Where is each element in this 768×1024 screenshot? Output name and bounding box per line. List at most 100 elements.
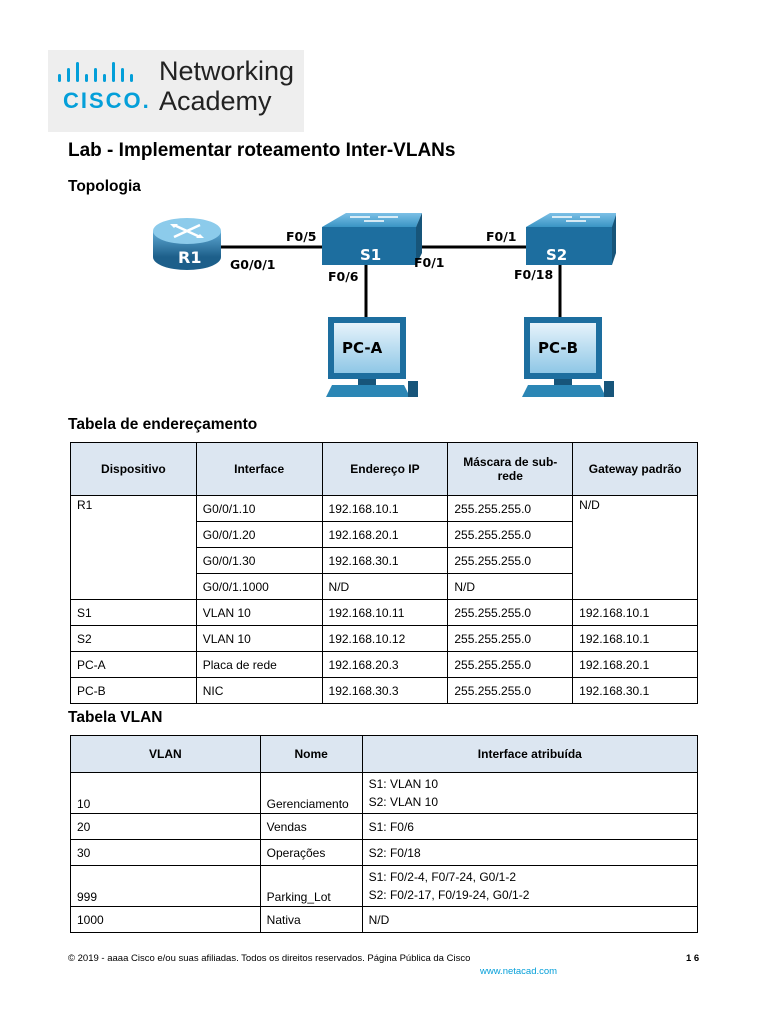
cell-ip: 192.168.10.1 <box>321 495 449 522</box>
cell-device: PC-A <box>70 651 197 678</box>
logo-networking-text: Networking <box>159 56 295 86</box>
cell-vlan-interfaces: S1: F0/2-4, F0/7-24, G0/1-2 S2: F0/2-17,… <box>361 865 699 907</box>
cell-gateway: 192.168.30.1 <box>572 677 698 704</box>
addressing-table-heading: Tabela de endereçamento <box>68 416 258 433</box>
port-label-s1-f01: F0/1 <box>414 255 445 270</box>
cell-vlan-id: 10 <box>70 772 261 814</box>
cell-ip: 192.168.30.1 <box>321 547 449 574</box>
cisco-networking-academy-logo: CISCO. Networking Academy <box>48 50 304 132</box>
topology-diagram: R1 S1 S2 PC-A PC-B G0/0/1 F0/5 F0/6 F0/1… <box>153 213 616 397</box>
cell-mask: 255.255.255.0 <box>447 547 574 574</box>
cell-vlan-name: Operações <box>259 839 363 866</box>
table-row: 1000 Nativa N/D <box>70 906 699 933</box>
port-label-r1-g001: G0/0/1 <box>230 257 275 272</box>
cell-vlan-id: 999 <box>70 865 261 907</box>
header-assigned-interface: Interface atribuída <box>361 735 699 773</box>
vlan-table: VLAN Nome Interface atribuída 10 Gerenci… <box>70 735 699 933</box>
cell-interface: VLAN 10 <box>195 625 323 652</box>
cell-interface: VLAN 10 <box>195 599 323 626</box>
interface-line: S2: VLAN 10 <box>368 795 438 809</box>
cell-mask: 255.255.255.0 <box>447 677 574 704</box>
cell-vlan-interfaces: S2: F0/18 <box>361 839 699 866</box>
device-label-s1: S1 <box>360 246 381 264</box>
table-row: 20 Vendas S1: F0/6 <box>70 813 699 840</box>
table-row: R1 G0/0/1.10 192.168.10.1 255.255.255.0 … <box>70 495 698 600</box>
logo-academy-text: Academy <box>159 86 272 116</box>
cell-mask: 255.255.255.0 <box>447 599 574 626</box>
cell-mask: N/D <box>447 573 574 600</box>
cell-interface: NIC <box>195 677 323 704</box>
device-label-pcb: PC-B <box>538 339 578 357</box>
cell-vlan-name: Vendas <box>259 813 363 840</box>
cell-ip: 192.168.10.11 <box>321 599 449 626</box>
cell-vlan-interfaces: S1: VLAN 10 S2: VLAN 10 <box>361 772 699 814</box>
table-row: PC-B NIC 192.168.30.3 255.255.255.0 192.… <box>70 677 698 704</box>
footer-copyright: © 2019 - aaaa Cisco e/ou suas afiliadas.… <box>68 953 471 964</box>
table-row: G0/0/1.1000 N/D N/D <box>71 573 698 600</box>
router-r1-icon <box>153 218 221 270</box>
cell-gateway: 192.168.20.1 <box>572 651 698 678</box>
cell-ip: 192.168.30.3 <box>321 677 449 704</box>
table-row: 10 Gerenciamento S1: VLAN 10 S2: VLAN 10 <box>70 772 699 814</box>
port-label-s1-f06: F0/6 <box>328 269 359 284</box>
device-label-pca: PC-A <box>342 339 383 357</box>
cell-mask: 255.255.255.0 <box>447 495 574 522</box>
table-row: G0/0/1.30 192.168.30.1 255.255.255.0 <box>71 547 698 574</box>
table-row: 999 Parking_Lot S1: F0/2-4, F0/7-24, G0/… <box>70 865 699 907</box>
cell-vlan-id: 1000 <box>70 906 261 933</box>
port-label-s1-f05: F0/5 <box>286 229 317 244</box>
cisco-wordmark: CISCO. <box>63 88 151 113</box>
cell-vlan-interfaces: N/D <box>361 906 699 933</box>
vlan-table-heading: Tabela VLAN <box>68 709 163 726</box>
switch-s1-icon <box>322 213 422 265</box>
cell-vlan-interfaces: S1: F0/6 <box>361 813 699 840</box>
cell-vlan-name: Nativa <box>259 906 363 933</box>
cell-device-r1: R1 <box>70 495 197 600</box>
header-interface: Interface <box>195 442 323 496</box>
cell-interface: G0/0/1.1000 <box>195 573 323 600</box>
header-default-gateway: Gateway padrão <box>572 442 698 496</box>
pc-a-icon <box>326 317 418 397</box>
addressing-table-header-row: Dispositivo Interface Endereço IP Máscar… <box>70 442 698 496</box>
cell-gateway: 192.168.10.1 <box>572 625 698 652</box>
cell-ip: 192.168.20.1 <box>321 521 449 548</box>
cell-ip: 192.168.10.12 <box>321 625 449 652</box>
cell-vlan-name: Gerenciamento <box>259 772 363 814</box>
cell-ip: N/D <box>321 573 449 600</box>
device-label-s2: S2 <box>546 246 567 264</box>
table-row: S1 VLAN 10 192.168.10.11 255.255.255.0 1… <box>70 599 698 626</box>
cell-vlan-name: Parking_Lot <box>259 865 363 907</box>
switch-s2-icon <box>526 213 616 265</box>
vlan-table-header-row: VLAN Nome Interface atribuída <box>70 735 699 773</box>
cell-device: PC-B <box>70 677 197 704</box>
device-label-r1: R1 <box>178 248 201 267</box>
cell-vlan-id: 20 <box>70 813 261 840</box>
cell-interface: G0/0/1.30 <box>195 547 323 574</box>
cell-interface: G0/0/1.10 <box>195 495 323 522</box>
pc-b-icon <box>522 317 614 397</box>
interface-line: S1: F0/2-4, F0/7-24, G0/1-2 <box>368 870 517 884</box>
cell-vlan-id: 30 <box>70 839 261 866</box>
footer-page-number: 1 6 <box>686 953 700 964</box>
topology-heading: Topologia <box>68 178 141 195</box>
interface-line: S1: VLAN 10 <box>368 777 438 791</box>
table-row: S2 VLAN 10 192.168.10.12 255.255.255.0 1… <box>70 625 698 652</box>
cell-mask: 255.255.255.0 <box>447 521 574 548</box>
table-row: PC-A Placa de rede 192.168.20.3 255.255.… <box>70 651 698 678</box>
cell-ip: 192.168.20.3 <box>321 651 449 678</box>
header-subnet-mask: Máscara de sub-rede <box>447 442 574 496</box>
cisco-bars-icon <box>58 62 133 82</box>
cell-device: S2 <box>70 625 197 652</box>
cell-mask: 255.255.255.0 <box>447 651 574 678</box>
cell-gateway-r1: N/D <box>572 495 698 600</box>
document-title: Lab - Implementar roteamento Inter-VLANs <box>68 140 456 161</box>
footer-netacad-link[interactable]: www.netacad.com <box>480 966 558 977</box>
port-label-s2-f018: F0/18 <box>514 267 553 282</box>
cell-interface: Placa de rede <box>195 651 323 678</box>
header-vlan: VLAN <box>70 735 261 773</box>
header-device: Dispositivo <box>70 442 197 496</box>
cell-gateway: 192.168.10.1 <box>572 599 698 626</box>
port-label-s2-f01: F0/1 <box>486 229 517 244</box>
interface-line: S2: F0/2-17, F0/19-24, G0/1-2 <box>368 888 530 902</box>
header-name: Nome <box>259 735 363 773</box>
